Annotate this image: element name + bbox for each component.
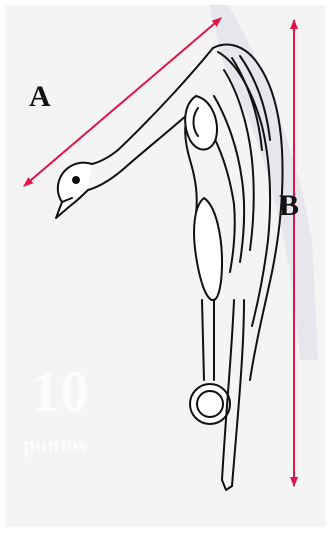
label-b: B bbox=[279, 189, 299, 223]
bird-eye bbox=[73, 177, 79, 183]
watermark-word: puntos bbox=[23, 432, 87, 458]
label-a: A bbox=[29, 80, 51, 114]
watermark-number: 10 bbox=[31, 358, 89, 425]
